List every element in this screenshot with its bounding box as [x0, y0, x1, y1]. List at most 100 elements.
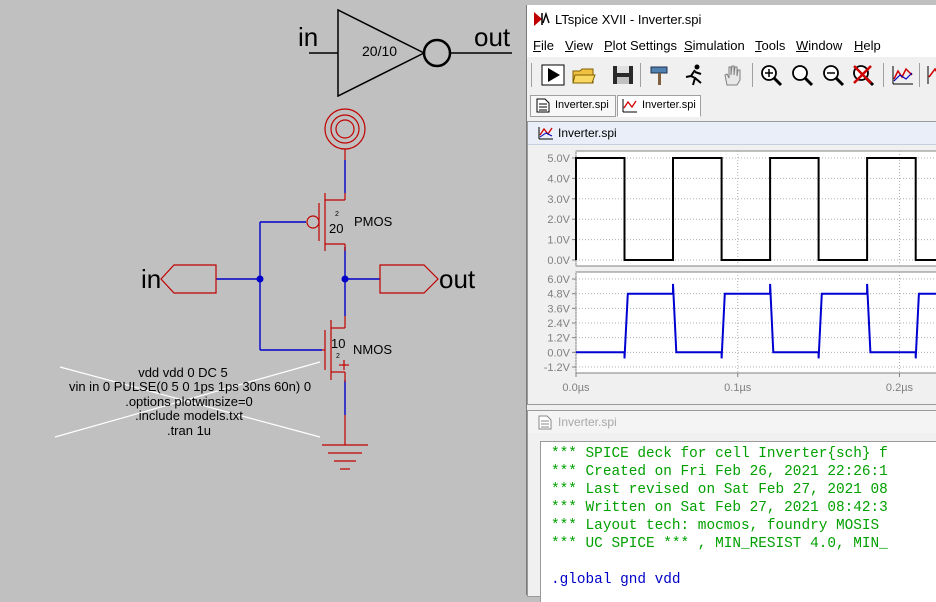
nmos-small-label: 2 [336, 353, 340, 360]
netlist-line: *** UC SPICE *** , MIN_RESIST 4.0, MIN_ [551, 536, 888, 552]
waveform-window-title: Inverter.spi [558, 126, 617, 140]
document-tabs: Inverter.spi Inverter.spi [527, 93, 936, 117]
netlist-editor[interactable]: *** SPICE deck for cell Inverter{sch} f … [540, 441, 936, 602]
y-tick-label: 1.2V [547, 333, 570, 345]
y-tick-label: 2.4V [547, 318, 570, 330]
netlist-line: *** Created on Fri Feb 26, 2021 22:26:1 [551, 464, 888, 480]
out-port-label: out [439, 264, 476, 294]
netlist-window: Inverter.spi *** SPICE deck for cell Inv… [527, 410, 936, 602]
menu-file[interactable]: File [533, 38, 554, 53]
in-port-label: in [141, 264, 162, 294]
ltspice-logo-icon [534, 11, 550, 26]
runner-icon[interactable] [681, 63, 707, 87]
ground-symbol[interactable] [322, 415, 368, 470]
spice-directive[interactable]: vdd vdd 0 DC 5 [138, 365, 228, 380]
open-icon[interactable] [571, 63, 597, 87]
symbol-in-label: in [298, 22, 319, 52]
toolbar-separator [883, 63, 884, 87]
netlist-line: *** Last revised on Sat Feb 27, 2021 08 [551, 482, 888, 498]
netlist-window-titlebar[interactable]: Inverter.spi [528, 411, 936, 433]
netlist-line: *** SPICE deck for cell Inverter{sch} f [551, 446, 888, 462]
netlist-window-title: Inverter.spi [558, 415, 617, 429]
y-tick-label: 2.0V [547, 214, 570, 226]
spice-directive[interactable]: .tran 1u [166, 423, 212, 438]
netlist-line: .global gnd vdd [551, 572, 681, 588]
wires [216, 160, 380, 415]
y-tick-label: 0.0V [547, 347, 570, 359]
save-icon[interactable] [610, 63, 636, 87]
netlist-line: *** Layout tech: mocmos, foundry MOSIS [551, 518, 880, 534]
tab-waveform[interactable]: Inverter.spi [617, 95, 701, 117]
pmos-small-label: 2 [335, 211, 339, 218]
junction-dot [341, 275, 349, 283]
zoom-out-icon[interactable] [821, 63, 847, 87]
y-tick-label: 6.0V [547, 274, 570, 286]
waveform-trace[interactable] [575, 157, 936, 261]
y-tick-label: -1.2V [544, 362, 571, 374]
toolbar-separator [919, 63, 920, 87]
y-tick-label: 1.0V [547, 235, 570, 247]
plot-pane-frame [575, 150, 936, 267]
y-tick-label: 4.8V [547, 289, 570, 301]
spice-directive[interactable]: .include models.txt [135, 408, 243, 423]
symbol-out-label: out [474, 22, 511, 52]
vdd-symbol[interactable] [324, 108, 366, 160]
waveform-window-titlebar[interactable]: Inverter.spi [528, 122, 936, 145]
netlist-line: *** Written on Sat Feb 27, 2021 08:42:3 [551, 500, 888, 516]
pmos-name-label: PMOS [354, 214, 393, 229]
in-port[interactable] [160, 264, 217, 294]
nmos-width-label: 10 [331, 336, 346, 351]
window-title: LTspice XVII - Inverter.spi [555, 12, 702, 27]
pmos-width-label: 20 [329, 221, 344, 236]
waveform-icon [622, 99, 637, 113]
pane-output[interactable]: 6.0V 4.8V 3.6V 2.4V 1.2V 0.0V -1.2V 0.0µs 0.1µs 0… [544, 271, 936, 394]
netlist-icon [536, 98, 550, 113]
toolbar-separator [531, 63, 532, 87]
hammer-icon[interactable] [648, 63, 674, 87]
spice-text-strikeout [54, 361, 321, 438]
y-tick-label: 0.0V [547, 255, 570, 267]
menu-window[interactable]: Window [796, 38, 843, 53]
y-tick-label: 4.0V [547, 173, 570, 185]
toolbar [527, 57, 936, 94]
toolbar-separator [752, 63, 753, 87]
x-tick-label: 0.1µs [724, 382, 752, 394]
spice-directive[interactable]: .options plotwinsize=0 [125, 394, 253, 409]
x-tick-label: 0.2µs [886, 382, 914, 394]
y-tick-label: 5.0V [547, 153, 570, 165]
menu-bar: File View Plot Settings Simulation Tools… [527, 35, 936, 57]
out-port[interactable] [379, 264, 439, 294]
waveform-trace[interactable] [576, 283, 936, 359]
title-bar[interactable]: LTspice XVII - Inverter.spi [527, 5, 936, 35]
menu-simulation[interactable]: Simulation [684, 38, 745, 53]
inverter-symbol[interactable] [309, 8, 512, 98]
run-icon[interactable] [540, 63, 566, 87]
junction-dot [256, 275, 264, 283]
pane-input[interactable]: 5.0V 4.0V 3.0V 2.0V 1.0V 0.0V [547, 150, 936, 267]
x-tick-label: 0.0µs [562, 382, 590, 394]
netlist-icon [538, 415, 552, 430]
schematic-canvas[interactable]: in 20/10 out 2 20 PMOS 10 2 NMOS in out … [0, 0, 526, 583]
y-tick-label: 3.0V [547, 194, 570, 206]
menu-help[interactable]: Help [854, 38, 881, 53]
spice-directive[interactable]: vin in 0 PULSE(0 5 0 1ps 1ps 30ns 60n) 0 [68, 379, 312, 394]
cancel-zoom-icon[interactable] [851, 63, 877, 87]
symbol-size-label: 20/10 [362, 43, 398, 59]
waveform-icon[interactable] [925, 63, 936, 87]
zoom-in-icon[interactable] [759, 63, 785, 87]
pmos-transistor[interactable] [306, 193, 346, 251]
nmos-name-label: NMOS [353, 342, 392, 357]
waveform-plot[interactable]: 5.0V 4.0V 3.0V 2.0V 1.0V 0.0V 6.0V 4.8V 3.6V 2.4… [528, 145, 936, 403]
menu-tools[interactable]: Tools [755, 38, 786, 53]
waveform-icon[interactable] [890, 63, 916, 87]
menu-plot-settings[interactable]: Plot Settings [604, 38, 677, 53]
waveform-icon [538, 127, 553, 140]
y-tick-label: 3.6V [547, 303, 570, 315]
waveform-window: Inverter.spi 5.0V 4.0V 3.0V 2.0V 1.0V 0.0V 6.… [527, 121, 936, 405]
ltspice-window: LTspice XVII - Inverter.spi File View Pl… [526, 5, 936, 602]
pan-hand-icon[interactable] [720, 63, 746, 87]
tab-netlist[interactable]: Inverter.spi [530, 95, 616, 117]
nmos-transistor[interactable] [322, 316, 349, 382]
zoom-fit-icon[interactable] [790, 63, 816, 87]
menu-view[interactable]: View [565, 38, 593, 53]
